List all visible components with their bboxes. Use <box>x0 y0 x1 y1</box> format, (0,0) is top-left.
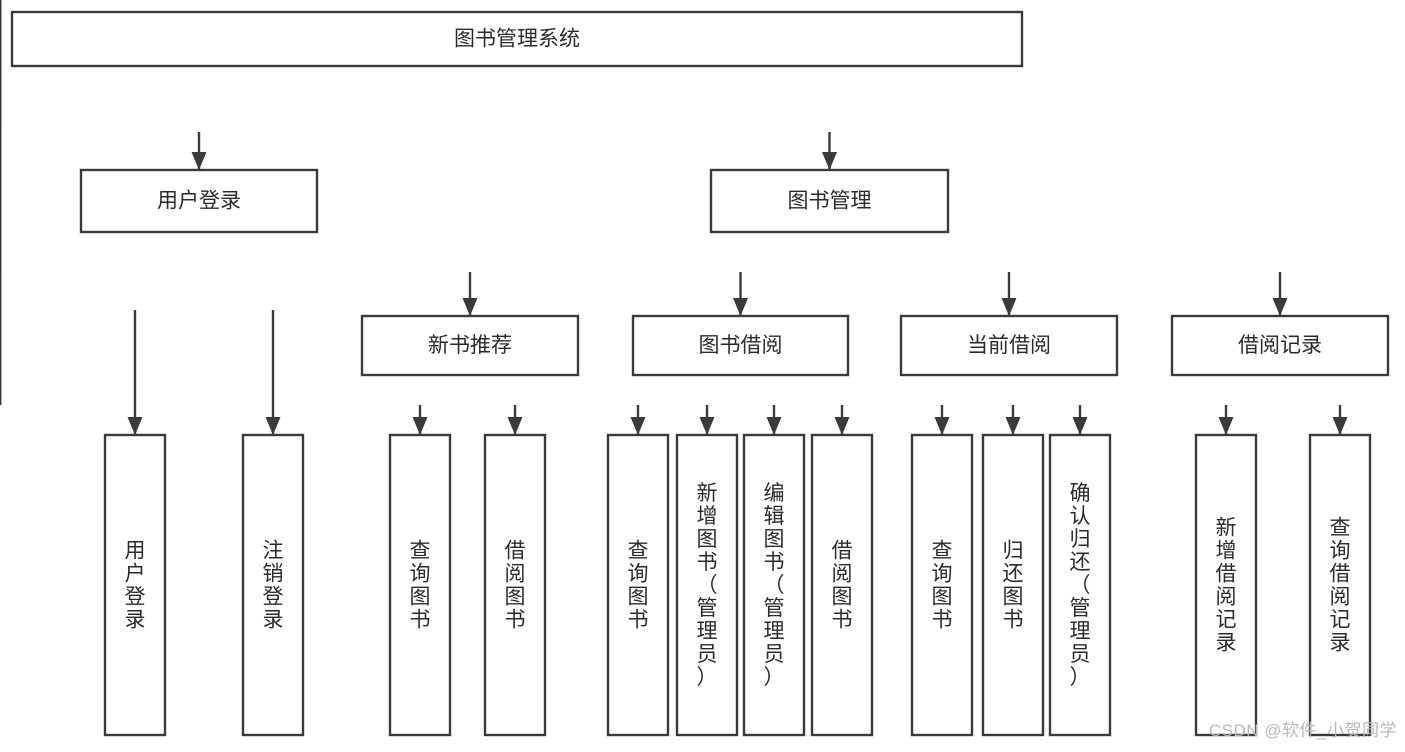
node-return-book[interactable]: 归还图书 <box>981 433 1045 737</box>
node-edit-book[interactable]: 编辑图书（管理员） <box>742 433 806 737</box>
node-box[interactable] <box>910 433 974 737</box>
node-query-book-1[interactable]: 查询图书 <box>388 433 452 737</box>
node-current-borrow[interactable]: 当前借阅 <box>899 314 1119 377</box>
node-label: 用户登录 <box>125 539 146 631</box>
node-root[interactable]: 图书管理系统 <box>10 10 1024 68</box>
node-label: 图书管理 <box>788 190 872 213</box>
new-book-recommend-to-leaves-arrow <box>507 417 523 435</box>
node-user-login[interactable]: 用户登录 <box>79 168 319 234</box>
node-label: 借阅图书 <box>832 539 853 631</box>
root-to-level2-arrow <box>191 152 207 170</box>
node-box[interactable] <box>810 433 874 737</box>
node-box[interactable] <box>742 433 806 737</box>
node-box[interactable] <box>1308 433 1372 737</box>
node-box[interactable] <box>1194 433 1258 737</box>
node-book-borrow[interactable]: 图书借阅 <box>631 314 850 377</box>
node-label: 归还图书 <box>1003 539 1024 631</box>
bookmanage-to-level3-arrow <box>733 298 748 316</box>
node-layer: 图书管理系统用户登录图书管理新书推荐图书借阅当前借阅借阅记录用户登录注销登录查询… <box>10 10 1390 737</box>
node-query-book-3[interactable]: 查询图书 <box>910 433 974 737</box>
node-label: 借阅图书 <box>505 539 526 631</box>
userlogin-to-leaves-arrow <box>265 417 281 435</box>
node-label: 编辑图书（管理员） <box>764 482 785 689</box>
node-box[interactable] <box>631 314 850 377</box>
node-label: 新增借阅记录 <box>1216 516 1237 654</box>
node-confirm-return[interactable]: 确认归还（管理员） <box>1048 433 1112 737</box>
book-borrow-to-leaves-arrow <box>766 417 782 435</box>
bookmanage-to-level3-arrow <box>1001 298 1017 316</box>
node-label: 借阅记录 <box>1238 334 1322 357</box>
node-box[interactable] <box>981 433 1045 737</box>
userlogin-to-leaves-arrow <box>127 417 143 435</box>
new-book-recommend-to-leaves-arrow <box>412 417 428 435</box>
connector-layer <box>0 0 1348 435</box>
root-to-level2-arrow <box>822 152 837 170</box>
book-borrow-to-leaves-arrow <box>834 417 850 435</box>
bookmanage-to-level3-arrow <box>462 298 478 316</box>
current-borrow-to-leaves-arrow <box>1005 417 1021 435</box>
node-new-book-recommend[interactable]: 新书推荐 <box>360 314 580 377</box>
node-query-book-2[interactable]: 查询图书 <box>606 433 670 737</box>
node-label: 查询图书 <box>410 539 431 631</box>
node-box[interactable] <box>709 168 950 234</box>
borrow-record-to-leaves-arrow <box>1332 417 1348 435</box>
node-query-borrow-record[interactable]: 查询借阅记录 <box>1308 433 1372 737</box>
node-label: 查询借阅记录 <box>1330 516 1351 654</box>
node-label: 用户登录 <box>157 190 241 213</box>
node-box[interactable] <box>483 433 547 737</box>
node-user-login-do[interactable]: 用户登录 <box>103 433 167 737</box>
node-box[interactable] <box>675 433 739 737</box>
node-box[interactable] <box>899 314 1119 377</box>
node-book-manage[interactable]: 图书管理 <box>709 168 950 234</box>
node-add-borrow-record[interactable]: 新增借阅记录 <box>1194 433 1258 737</box>
node-add-book[interactable]: 新增图书（管理员） <box>675 433 739 737</box>
node-box[interactable] <box>1048 433 1112 737</box>
node-label: 查询图书 <box>628 539 649 631</box>
node-label: 确认归还（管理员） <box>1070 482 1091 689</box>
node-box[interactable] <box>241 433 305 737</box>
node-borrow-record[interactable]: 借阅记录 <box>1170 314 1390 377</box>
node-box[interactable] <box>388 433 452 737</box>
node-box[interactable] <box>606 433 670 737</box>
node-box[interactable] <box>360 314 580 377</box>
book-borrow-to-leaves-arrow <box>630 417 646 435</box>
node-label: 新增图书（管理员） <box>697 482 718 689</box>
node-box[interactable] <box>79 168 319 234</box>
node-borrow-book-1[interactable]: 借阅图书 <box>483 433 547 737</box>
bookmanage-to-level3-arrow <box>1272 298 1288 316</box>
node-borrow-book-2[interactable]: 借阅图书 <box>810 433 874 737</box>
node-label: 图书借阅 <box>699 334 783 357</box>
node-box[interactable] <box>103 433 167 737</box>
node-label: 查询图书 <box>932 539 953 631</box>
node-label: 图书管理系统 <box>454 28 580 51</box>
node-user-logout[interactable]: 注销登录 <box>241 433 305 737</box>
current-borrow-to-leaves-arrow <box>1072 417 1088 435</box>
node-label: 新书推荐 <box>428 334 512 357</box>
borrow-record-to-leaves-arrow <box>1218 417 1234 435</box>
node-label: 当前借阅 <box>967 334 1051 357</box>
book-borrow-to-leaves-arrow <box>699 417 715 435</box>
node-box[interactable] <box>1170 314 1390 377</box>
node-label: 注销登录 <box>263 539 284 631</box>
node-box[interactable] <box>10 10 1024 68</box>
current-borrow-to-leaves-arrow <box>934 417 950 435</box>
